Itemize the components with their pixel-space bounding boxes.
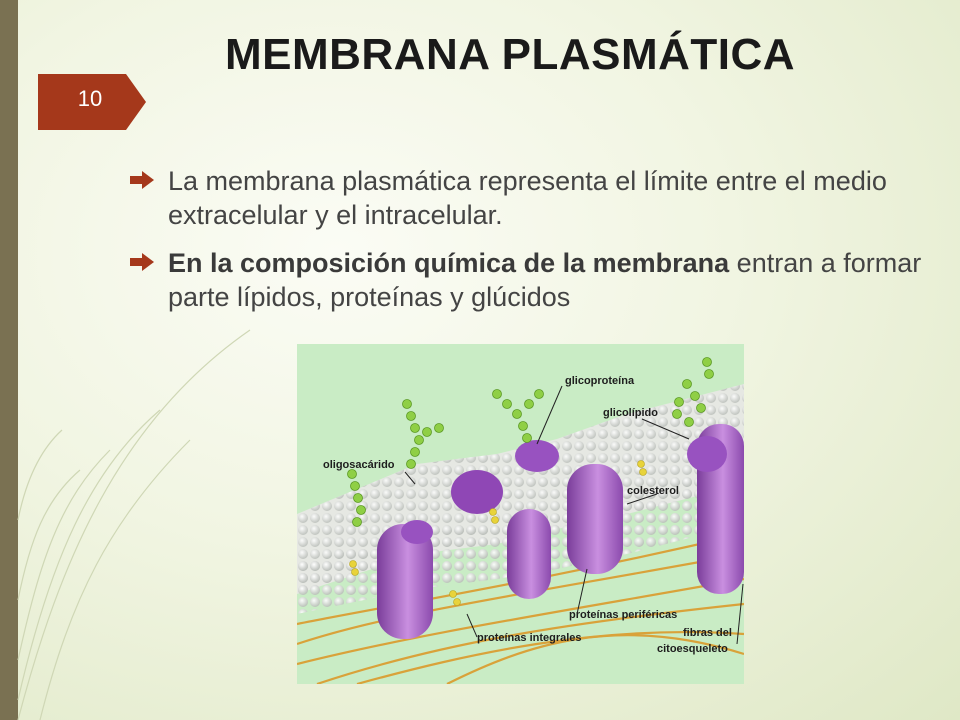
label-glicolipido: glicolípido xyxy=(603,407,658,419)
bullet-item: La membrana plasmática representa el lím… xyxy=(128,164,948,232)
page-number: 10 xyxy=(77,86,103,111)
label-colesterol: colesterol xyxy=(627,485,679,497)
bullet-text-bold: En la composición química de la membrana xyxy=(168,248,730,278)
label-oligosacarido: oligosacárido xyxy=(323,459,395,471)
bullet-text: entran a formar parte lípidos, proteínas… xyxy=(168,248,922,312)
label-fibras-line1: fibras del xyxy=(683,627,732,639)
label-glicoproteina: glicoproteína xyxy=(565,375,635,387)
bullet-text: La membrana plasmática representa el lím… xyxy=(168,166,887,230)
bullet-list: La membrana plasmática representa el lím… xyxy=(128,164,948,328)
arrow-bullet-icon xyxy=(130,171,154,189)
label-proteinas-perifericas: proteínas periféricas xyxy=(569,609,678,621)
slide-title: MEMBRANA PLASMÁTICA xyxy=(224,30,796,79)
label-fibras-line2: citoesqueleto xyxy=(657,643,728,655)
membrane-illustration xyxy=(297,357,744,684)
membrane-diagram: glicoproteína glicolípido oligosacárido … xyxy=(297,344,744,684)
decorative-lines xyxy=(17,329,251,720)
label-proteinas-integrales: proteínas integrales xyxy=(477,632,582,644)
bullet-item: En la composición química de la membrana… xyxy=(128,246,948,314)
left-side-bar xyxy=(0,0,18,720)
arrow-bullet-icon xyxy=(130,253,154,271)
page-number-badge xyxy=(38,74,146,130)
